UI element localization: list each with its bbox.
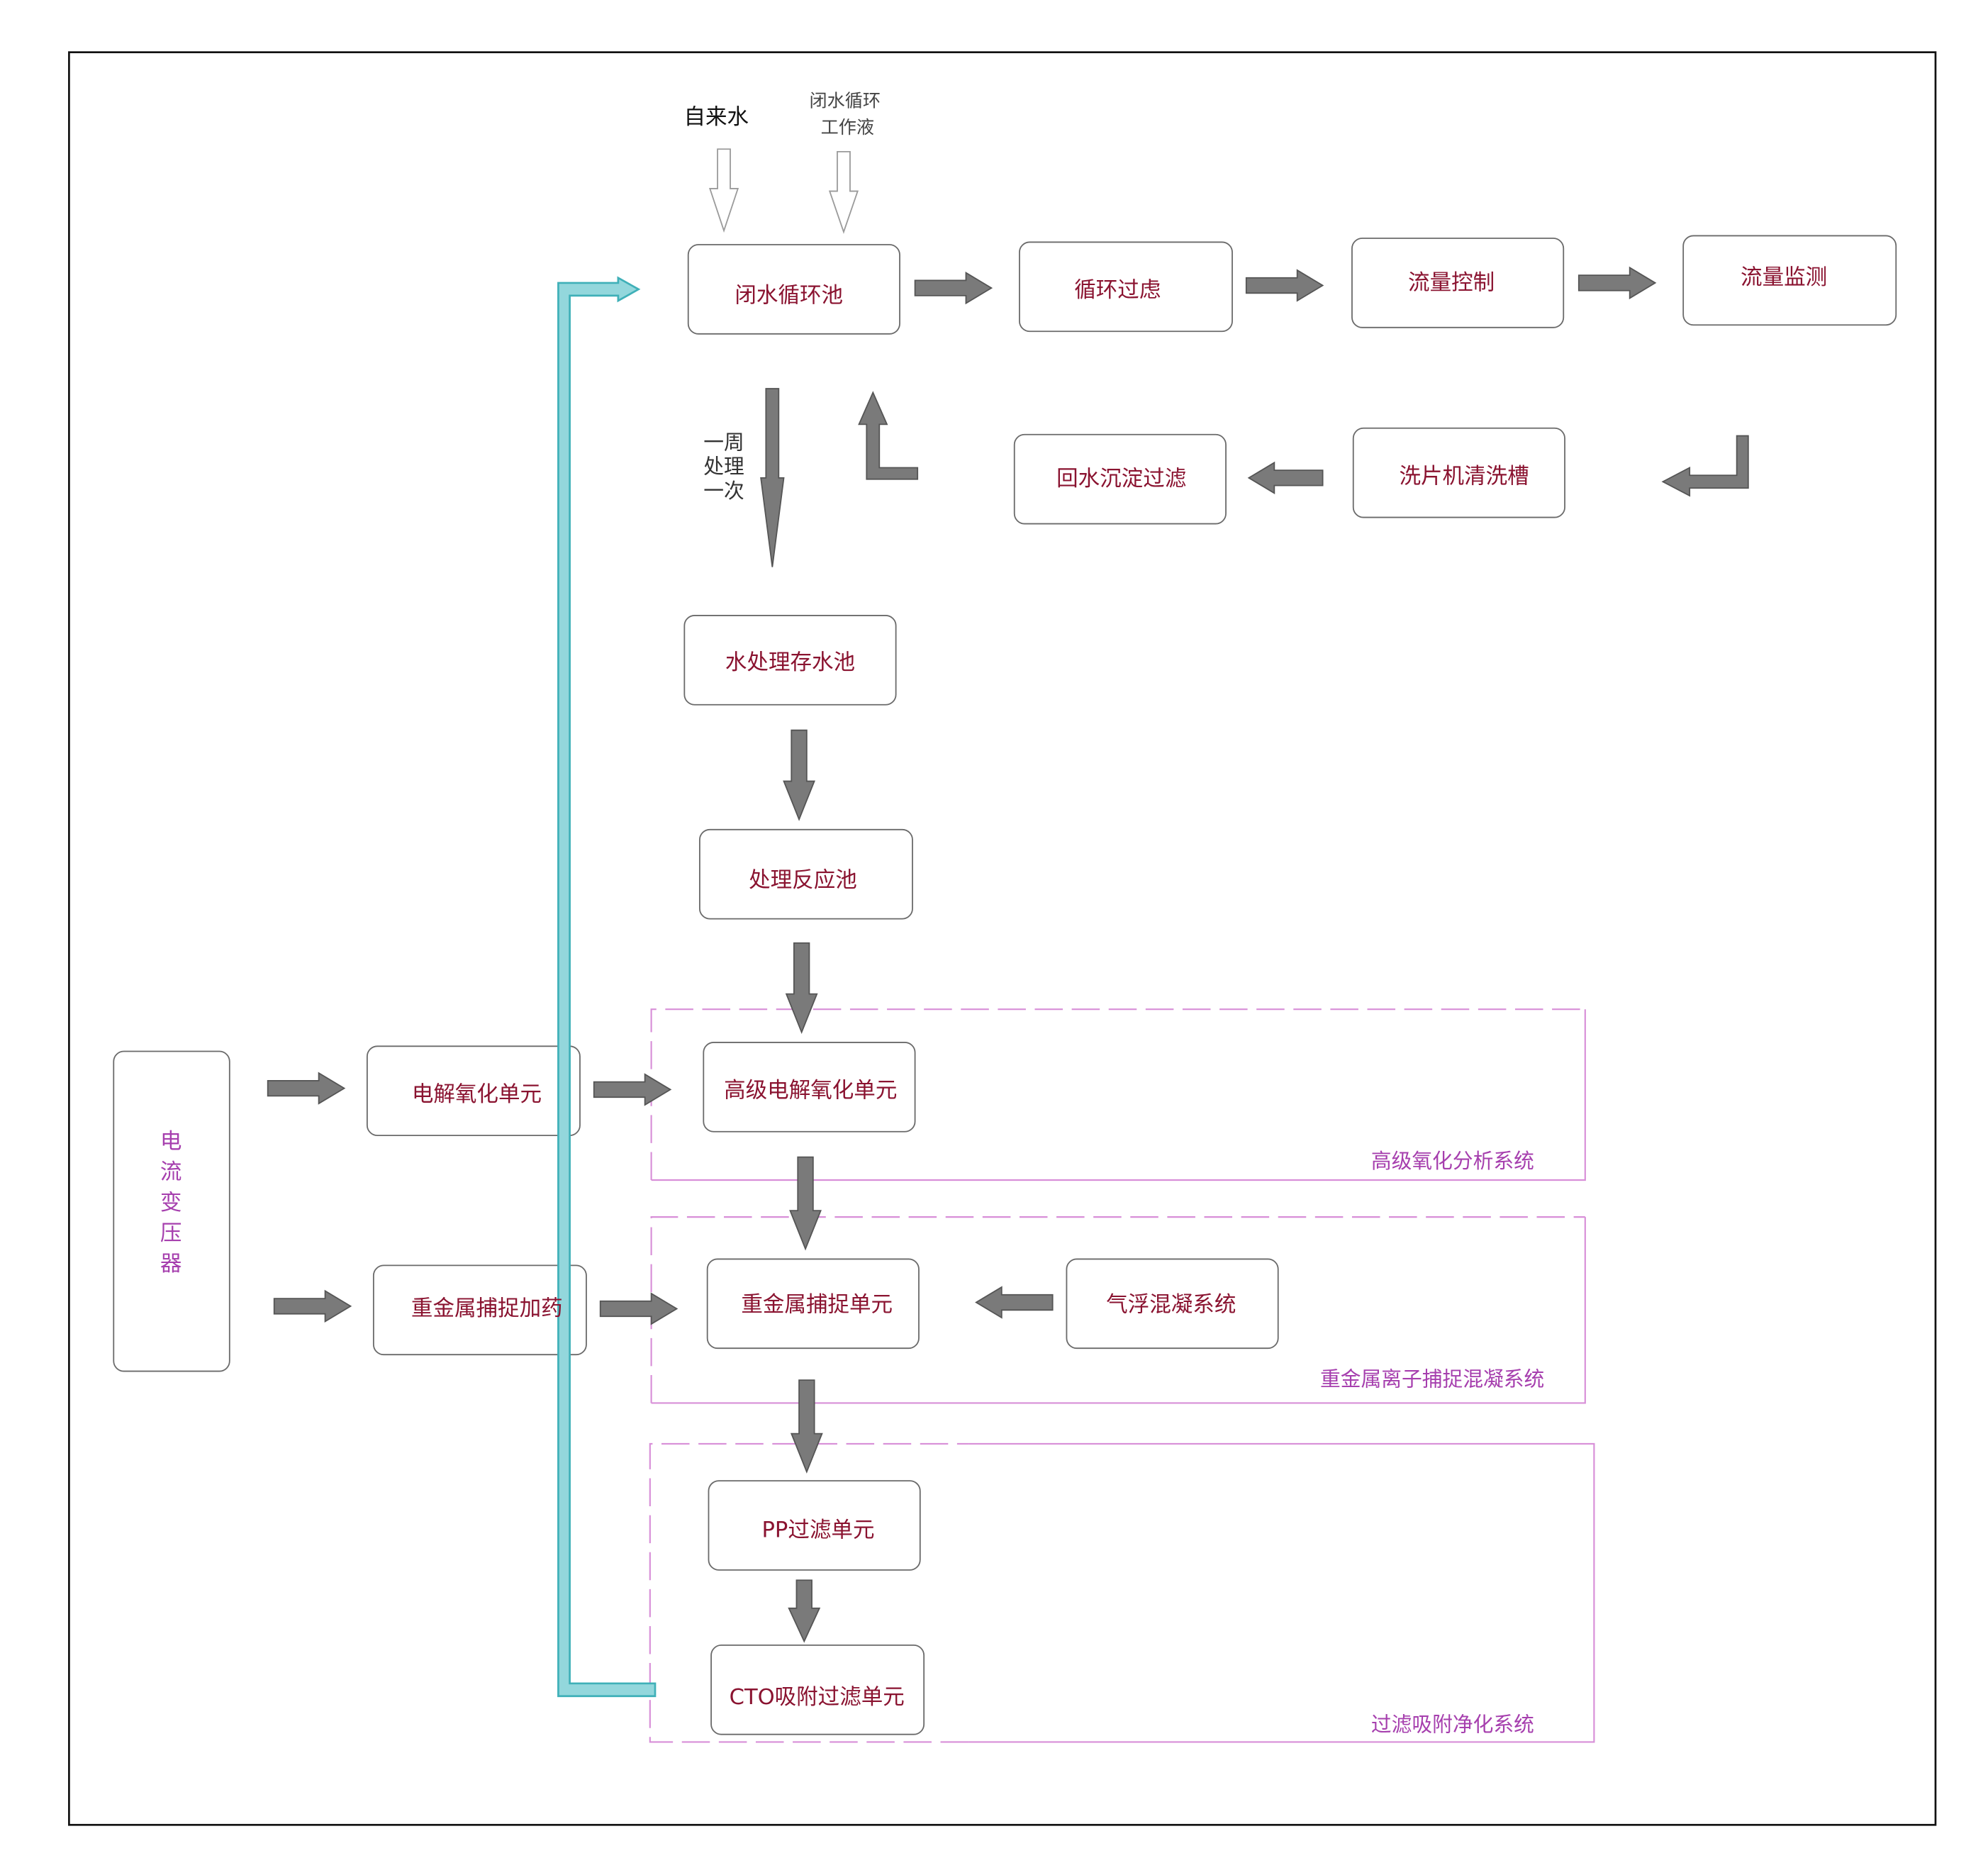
current-transformer-char-5: 器 — [160, 1252, 182, 1276]
flotation-coagulation-system-label: 气浮混凝系统 — [1106, 1293, 1236, 1318]
node-return-sedimentation-filter — [1013, 433, 1227, 525]
heavy-metal-capture-dosing-label: 重金属捕捉加药 — [411, 1296, 563, 1321]
node-reaction-tank — [698, 828, 913, 920]
arrow-transformer-to-electrolytic — [267, 1072, 346, 1105]
pp-filter-unit-label: PP过滤单元 — [762, 1518, 875, 1543]
node-closed-loop-tank — [687, 244, 900, 335]
node-flow-monitoring — [1682, 235, 1897, 326]
closed-loop-fluid-label-line2: 工作液 — [821, 117, 874, 138]
electrolytic-oxidation-unit-label: 电解氧化单元 — [412, 1082, 542, 1107]
node-electrolytic-oxidation-unit — [366, 1045, 581, 1137]
current-transformer-char-4: 压 — [160, 1221, 182, 1246]
arrow-tank-to-filter — [914, 271, 993, 305]
closed-loop-fluid-label-line1: 闭水循环 — [809, 90, 881, 111]
diagram-border — [68, 51, 1937, 1826]
arrow-dosing-to-capture-unit — [599, 1292, 679, 1325]
weekly-treatment-line1: 一周 — [703, 430, 744, 455]
node-advanced-electrolytic-oxidation-unit — [703, 1042, 916, 1133]
circulation-filter-label: 循环过虑 — [1074, 278, 1161, 303]
node-flow-control — [1351, 238, 1565, 328]
treated-storage-tank-label: 水处理存水池 — [725, 650, 855, 675]
current-transformer-char-1: 电 — [160, 1130, 182, 1155]
arrow-flotation-to-capture-unit — [975, 1286, 1054, 1319]
group-advanced-oxidation-label: 高级氧化分析系统 — [1371, 1149, 1534, 1173]
arrow-sedimentation-return-to-tank — [858, 391, 919, 480]
tap-water-inflow-arrow — [709, 148, 739, 233]
arrow-reaction-to-advanced — [785, 942, 818, 1034]
current-transformer-char-3: 变 — [160, 1191, 182, 1216]
arrow-electrolytic-to-advanced — [593, 1073, 672, 1106]
group-filtration-adsorption-label: 过滤吸附净化系统 — [1371, 1712, 1534, 1736]
weekly-treatment-line2: 处理 — [703, 455, 744, 479]
closed-loop-fluid-inflow-arrow — [828, 150, 859, 234]
weekly-treatment-line3: 一次 — [703, 479, 744, 503]
group-heavy-metal-coagulation-label: 重金属离子捕捉混凝系统 — [1320, 1367, 1544, 1391]
arrow-monitoring-to-washer — [1661, 435, 1749, 497]
tap-water-label: 自来水 — [683, 105, 749, 130]
arrow-tank-to-storage-weekly — [760, 388, 785, 567]
washer-cleaning-tank-label: 洗片机清洗槽 — [1399, 464, 1529, 489]
arrow-filter-to-flow-control — [1245, 269, 1324, 302]
flow-monitoring-label: 流量监测 — [1741, 265, 1827, 290]
group-heavy-metal-coagulation — [650, 1216, 1586, 1404]
node-heavy-metal-capture-dosing — [372, 1264, 587, 1356]
node-washer-cleaning-tank — [1352, 427, 1565, 518]
advanced-electrolytic-oxidation-unit-label: 高级电解氧化单元 — [724, 1079, 897, 1103]
arrow-capture-to-pp-filter — [790, 1379, 823, 1474]
node-flotation-coagulation-system — [1066, 1258, 1279, 1350]
node-circulation-filter — [1019, 241, 1233, 333]
flow-control-label: 流量控制 — [1408, 270, 1495, 295]
node-current-transformer — [113, 1050, 230, 1372]
closed-loop-tank-label: 闭水循环池 — [735, 283, 843, 308]
arrow-washer-to-sedimentation — [1247, 461, 1324, 495]
arrow-storage-to-reaction — [783, 729, 815, 821]
arrow-advanced-to-capture-unit — [789, 1156, 822, 1251]
heavy-metal-capture-unit-label: 重金属捕捉单元 — [741, 1293, 893, 1318]
return-pipe-arrow — [557, 276, 657, 1698]
arrow-flow-control-to-monitoring — [1577, 266, 1657, 300]
arrow-pp-to-cto — [788, 1579, 821, 1643]
node-cto-adsorption-filter-unit — [710, 1645, 925, 1735]
cto-adsorption-filter-unit-label: CTO吸附过滤单元 — [730, 1685, 905, 1710]
group-advanced-oxidation — [650, 1008, 1586, 1181]
reaction-tank-label: 处理反应池 — [749, 868, 857, 893]
current-transformer-char-2: 流 — [160, 1160, 182, 1185]
arrow-transformer-to-dosing — [273, 1289, 352, 1323]
node-heavy-metal-capture-unit — [706, 1258, 920, 1350]
return-sedimentation-filter-label: 回水沉淀过滤 — [1056, 467, 1186, 491]
node-treated-storage-tank — [683, 615, 897, 706]
node-pp-filter-unit — [708, 1480, 921, 1571]
